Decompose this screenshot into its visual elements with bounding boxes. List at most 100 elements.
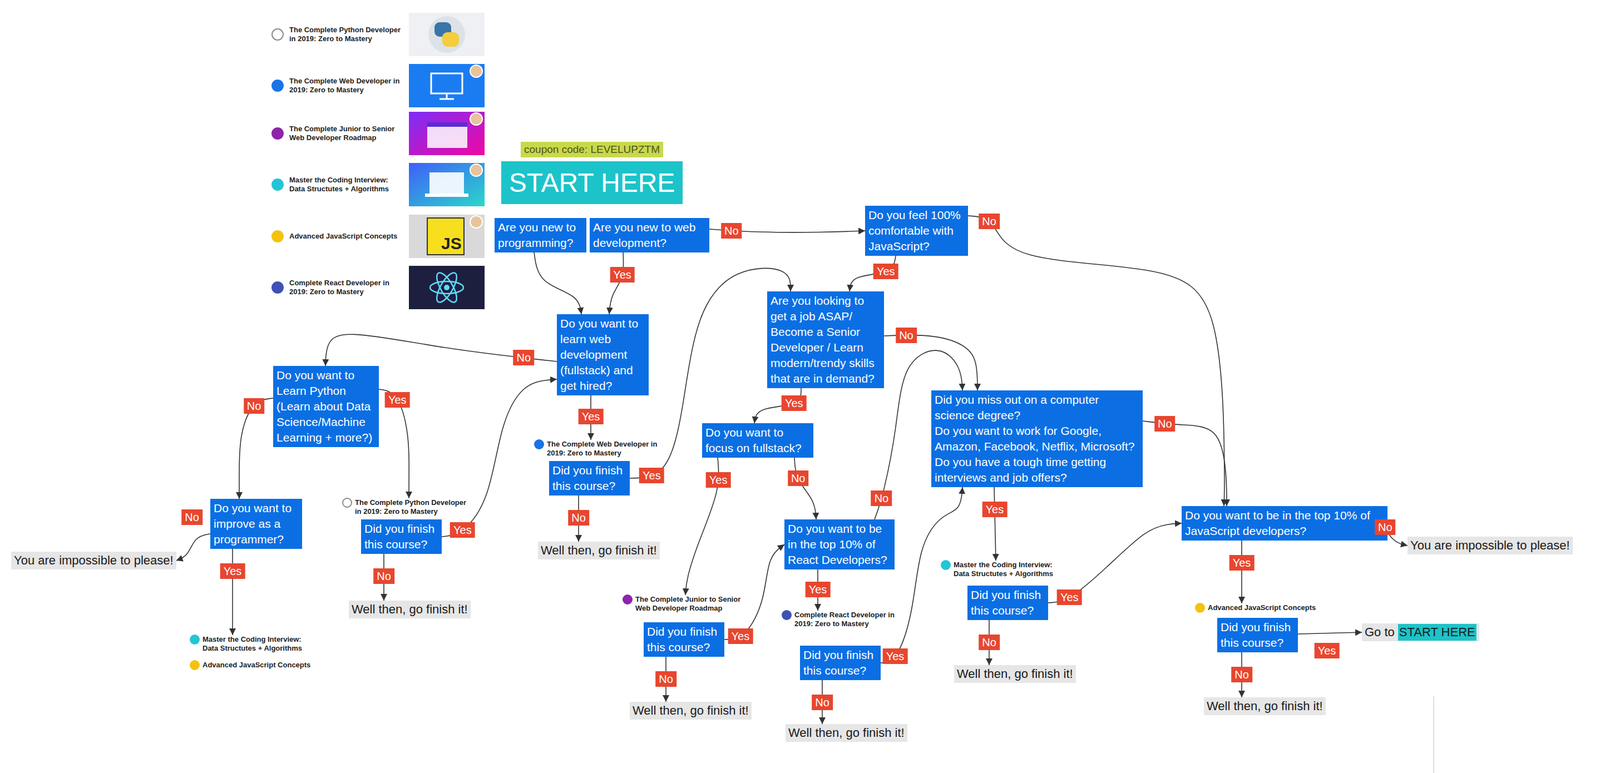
course-dot bbox=[940, 560, 951, 571]
monitor-icon bbox=[431, 73, 463, 94]
course-dot bbox=[342, 498, 352, 508]
flow-arrow bbox=[441, 379, 557, 537]
branch-label: No bbox=[568, 510, 590, 526]
question-text: Did you finish this course? bbox=[552, 462, 627, 495]
thumbnail-ground bbox=[408, 111, 485, 156]
question-text: Do you want to work for Google, Amazon, … bbox=[934, 423, 1140, 455]
course-dot bbox=[534, 439, 545, 450]
question-text: Do you want to Learn Python (Learn about… bbox=[276, 367, 376, 446]
coding-thumbnail bbox=[408, 163, 485, 207]
thumbnail-ground bbox=[408, 163, 485, 207]
flow-arrow bbox=[176, 534, 211, 561]
question-text: Do you want to be in the top 10% of Java… bbox=[1184, 507, 1385, 540]
branch-label: No bbox=[373, 568, 395, 585]
flow-arrow bbox=[724, 544, 785, 640]
branch-label: Yes bbox=[639, 467, 665, 484]
branch-label: No bbox=[243, 398, 265, 414]
flow-arrow bbox=[884, 335, 978, 391]
question-text: Are you new to web development? bbox=[593, 219, 706, 251]
course-title: Advanced JavaScript Concepts bbox=[1207, 603, 1316, 613]
branch-label: No bbox=[871, 490, 893, 507]
end-note: Well then, go finish it! bbox=[537, 541, 660, 560]
course-step: Advanced JavaScript ConceptsDid you fini… bbox=[1207, 603, 1316, 653]
branch-label: No bbox=[978, 213, 1000, 230]
course-dot bbox=[189, 660, 200, 671]
course-dot bbox=[622, 594, 633, 605]
branch-label: Yes bbox=[384, 392, 411, 408]
course-title: The Complete Junior to Senior Web Develo… bbox=[635, 595, 750, 614]
decision-box: Did you finish this course? bbox=[1217, 618, 1298, 653]
branch-label: Yes bbox=[220, 563, 246, 580]
decision-box: Are you looking to get a job ASAP/ Becom… bbox=[767, 291, 885, 389]
branch-label: Yes bbox=[728, 628, 754, 645]
decision-box: Do you feel 100% comfortable with JavaSc… bbox=[865, 205, 969, 256]
legend-row: The Complete Web Developer in 2019: Zero… bbox=[271, 76, 404, 95]
note-text: Well then, go finish it! bbox=[540, 542, 658, 560]
end-note: Well then, go finish it! bbox=[1203, 697, 1326, 716]
flow-arrow bbox=[794, 457, 817, 520]
thumbnail-ground bbox=[408, 12, 485, 57]
start-text: START HERE bbox=[509, 161, 676, 205]
decision-box: Did you finish this course? bbox=[800, 645, 881, 681]
course-title: The Complete Python Developer in 2019: Z… bbox=[354, 498, 469, 517]
question-text: Did you finish this course? bbox=[803, 647, 878, 679]
legend-text: The Complete Python Developer in 2019: Z… bbox=[289, 25, 404, 44]
decision-box: Do you want to Learn Python (Learn about… bbox=[273, 366, 379, 448]
webdev-thumbnail bbox=[408, 63, 485, 108]
legend-row: Advanced JavaScript Concepts bbox=[271, 230, 398, 243]
course-title: Complete React Developer in 2019: Zero t… bbox=[794, 610, 909, 629]
legend-swatch bbox=[271, 127, 284, 140]
note-text: Go to bbox=[1364, 624, 1395, 641]
legend-row: Complete React Developer in 2019: Zero t… bbox=[271, 278, 404, 297]
note-text: Well then, go finish it! bbox=[788, 724, 905, 742]
note-text: START HERE bbox=[1398, 624, 1477, 641]
start-button: START HERE bbox=[501, 161, 684, 205]
react-thumbnail bbox=[408, 265, 485, 310]
flow-arrow bbox=[239, 398, 274, 500]
decision-box: Are you new to programming? bbox=[494, 218, 587, 253]
legend-text: Complete React Developer in 2019: Zero t… bbox=[289, 278, 404, 297]
flow-arrow bbox=[994, 487, 996, 561]
window-icon bbox=[427, 122, 468, 148]
branch-label: Yes bbox=[578, 408, 604, 425]
legend-row: Master the Coding Interview: Data Struct… bbox=[271, 175, 404, 194]
legend-text: Master the Coding Interview: Data Struct… bbox=[289, 175, 404, 194]
branch-label: Yes bbox=[781, 395, 807, 412]
decision-box: Did you finish this course? bbox=[549, 461, 630, 496]
branch-label: No bbox=[811, 694, 833, 711]
js-thumbnail bbox=[408, 214, 485, 259]
question-text: Do you want to improve as a programmer? bbox=[213, 500, 299, 548]
flow-arrow bbox=[231, 549, 234, 636]
logo-disc bbox=[428, 16, 466, 53]
legend-text: Advanced JavaScript Concepts bbox=[289, 231, 398, 241]
legend-swatch bbox=[271, 230, 284, 243]
decision-box: Do you want to learn web development (fu… bbox=[556, 314, 649, 396]
decision-box: Did you finish this course? bbox=[643, 622, 725, 658]
question-text: Did you finish this course? bbox=[1220, 619, 1295, 651]
question-text: Did you finish this course? bbox=[364, 521, 439, 553]
legend-text: The Complete Web Developer in 2019: Zero… bbox=[289, 76, 404, 95]
branch-label: Yes bbox=[1057, 589, 1083, 606]
branch-label: Yes bbox=[450, 522, 476, 538]
monitor-icon bbox=[439, 98, 454, 101]
course-step: Master the Coding Interview: Data Struct… bbox=[953, 560, 1068, 621]
note-text: You are impossible to please! bbox=[1410, 537, 1570, 555]
branch-label: Yes bbox=[882, 648, 908, 665]
legend-swatch bbox=[271, 178, 284, 191]
decision-box: Did you finish this course? bbox=[361, 519, 442, 555]
course-dot bbox=[189, 634, 200, 645]
decision-box: Did you miss out on a computer science d… bbox=[931, 390, 1143, 488]
logo-text: JS bbox=[441, 234, 462, 254]
question-text: Do you have a tough time getting intervi… bbox=[934, 454, 1140, 486]
branch-label: No bbox=[721, 223, 743, 239]
question-text: Do you feel 100% comfortable with JavaSc… bbox=[868, 207, 965, 255]
course-dot bbox=[1194, 603, 1206, 614]
question-text: Do you want to focus on fullstack? bbox=[705, 425, 811, 457]
avatar bbox=[470, 65, 483, 78]
branch-label: Yes bbox=[1229, 555, 1255, 571]
flow-arrow bbox=[880, 487, 963, 664]
flow-arrow bbox=[1297, 632, 1362, 635]
avatar bbox=[470, 164, 483, 177]
coupon-tag: coupon code: LEVELUPZTM bbox=[520, 141, 664, 158]
legend-swatch bbox=[271, 28, 284, 41]
